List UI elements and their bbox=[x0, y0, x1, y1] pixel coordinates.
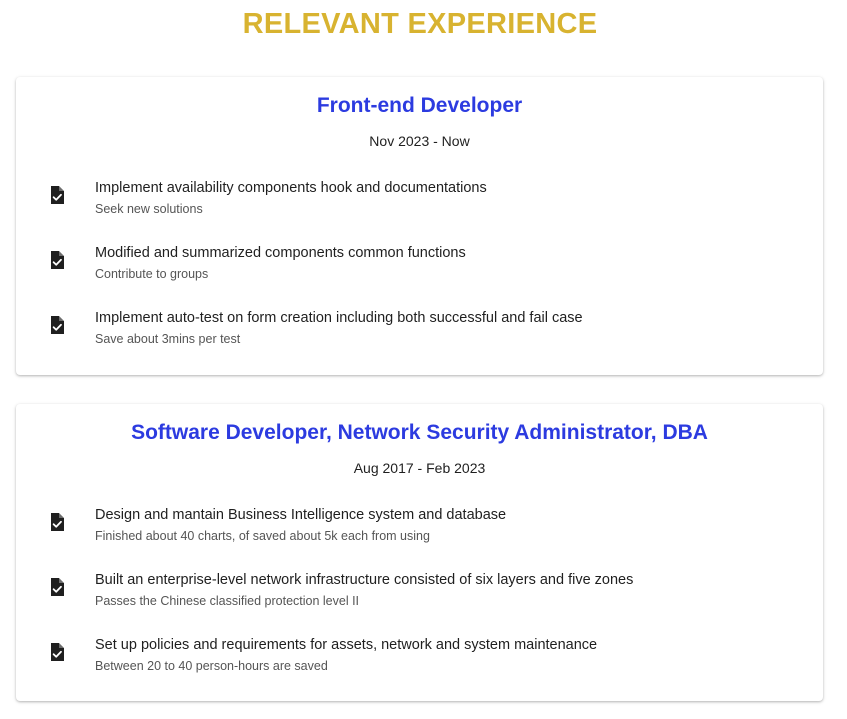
job-title: Front-end Developer bbox=[316, 94, 523, 117]
experience-card-software: Software Developer, Network Security Adm… bbox=[16, 404, 823, 701]
file-check-icon bbox=[48, 642, 66, 662]
item-secondary-text: Passes the Chinese classified protection… bbox=[95, 594, 360, 608]
file-check-icon bbox=[48, 250, 66, 270]
item-primary-text: Design and mantain Business Intelligence… bbox=[95, 507, 507, 523]
file-check-icon bbox=[48, 315, 66, 335]
job-date: Nov 2023 - Now bbox=[369, 133, 470, 149]
item-primary-text: Implement availability components hook a… bbox=[95, 180, 487, 196]
achievement-list: Design and mantain Business Intelligence… bbox=[16, 506, 823, 701]
item-primary-text: Implement auto-test on form creation inc… bbox=[95, 310, 583, 326]
item-primary-text: Set up policies and requirements for ass… bbox=[95, 637, 598, 653]
experience-card-frontend: Front-end Developer Nov 2023 - Now Imple… bbox=[16, 77, 823, 375]
file-check-icon bbox=[48, 512, 66, 532]
list-item: Implement availability components hook a… bbox=[16, 179, 823, 244]
section-title: RELEVANT EXPERIENCE bbox=[242, 8, 598, 40]
item-primary-text: Built an enterprise-level network infras… bbox=[95, 572, 634, 588]
achievement-list: Implement availability components hook a… bbox=[16, 179, 823, 374]
item-secondary-text: Seek new solutions bbox=[95, 202, 203, 216]
file-check-icon bbox=[48, 185, 66, 205]
item-secondary-text: Contribute to groups bbox=[95, 267, 209, 281]
item-secondary-text: Save about 3mins per test bbox=[95, 332, 241, 346]
item-secondary-text: Between 20 to 40 person-hours are saved bbox=[95, 659, 328, 673]
job-date: Aug 2017 - Feb 2023 bbox=[353, 460, 486, 476]
list-item: Implement auto-test on form creation inc… bbox=[16, 309, 823, 374]
file-check-icon bbox=[48, 577, 66, 597]
item-primary-text: Modified and summarized components commo… bbox=[95, 245, 466, 261]
list-item: Modified and summarized components commo… bbox=[16, 244, 823, 309]
list-item: Design and mantain Business Intelligence… bbox=[16, 506, 823, 571]
job-title: Software Developer, Network Security Adm… bbox=[131, 421, 708, 444]
list-item: Built an enterprise-level network infras… bbox=[16, 571, 823, 636]
item-secondary-text: Finished about 40 charts, of saved about… bbox=[95, 529, 430, 543]
list-item: Set up policies and requirements for ass… bbox=[16, 636, 823, 701]
